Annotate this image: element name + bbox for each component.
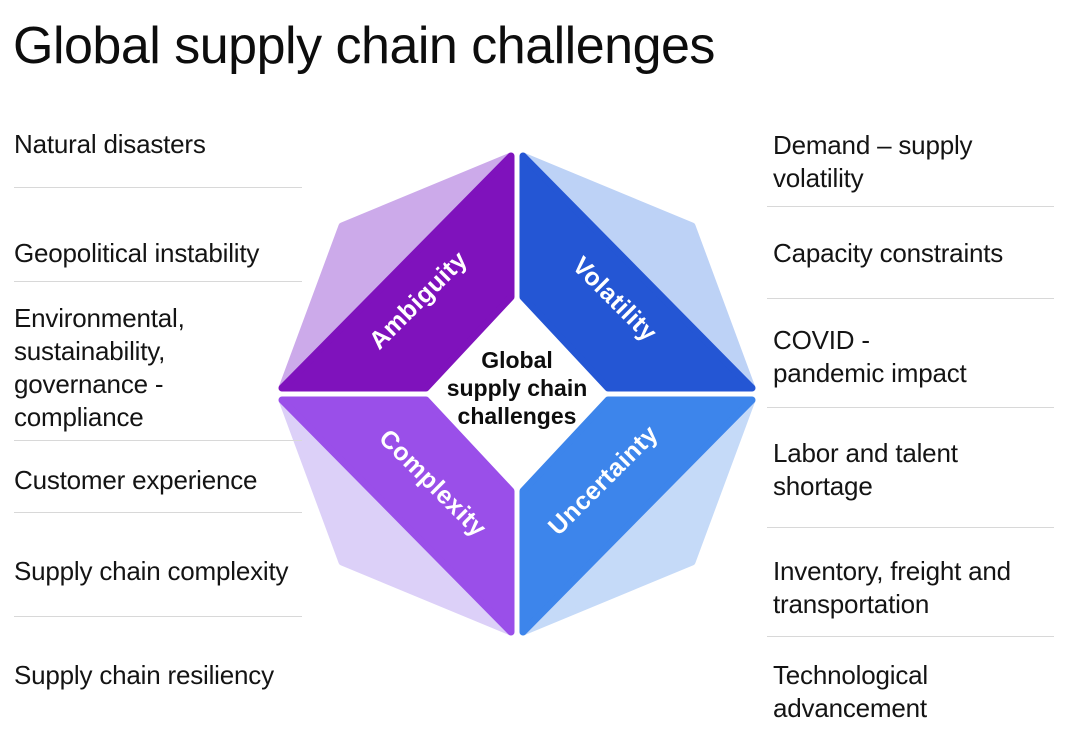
right-divider: [767, 298, 1054, 299]
diagram-center-label-line-2: supply chain: [447, 375, 588, 401]
list-item-technological-advancement: Technological advancement: [773, 660, 928, 723]
left-divider: [14, 281, 302, 282]
left-divider: [14, 187, 302, 188]
right-divider: [767, 407, 1054, 408]
diagram-center-label-line-1: Global: [481, 347, 553, 373]
left-divider: [14, 616, 302, 617]
list-item-customer-experience: Customer experience: [14, 465, 258, 495]
list-item-labor-talent-shortage: Labor and talent shortage: [773, 438, 958, 501]
complexity-shape: [278, 396, 515, 636]
list-item-demand-supply-volatility: Demand – supply volatility: [773, 130, 973, 193]
right-divider: [767, 636, 1054, 637]
list-item-supply-chain-resiliency: Supply chain resiliency: [14, 660, 274, 690]
right-divider: [767, 206, 1054, 207]
list-item-covid-pandemic-impact: COVID - pandemic impact: [773, 325, 967, 388]
uncertainty-shape: [519, 396, 756, 636]
list-item-inventory-freight-transportation: Inventory, freight and transportation: [773, 556, 1011, 619]
left-divider: [14, 440, 302, 441]
list-item-capacity-constraints: Capacity constraints: [773, 238, 1004, 268]
left-divider: [14, 512, 302, 513]
ambiguity-shape: [278, 152, 515, 392]
volatility-shape: [519, 152, 756, 392]
list-item-geopolitical-instability: Geopolitical instability: [14, 238, 260, 268]
list-item-natural-disasters: Natural disasters: [14, 129, 206, 159]
list-item-supply-chain-complexity: Supply chain complexity: [14, 556, 289, 586]
right-divider: [767, 527, 1054, 528]
list-item-esg-compliance: Environmental, sustainability, governanc…: [14, 303, 185, 432]
diagram-center-label-line-3: challenges: [458, 403, 577, 429]
page-title: Global supply chain challenges: [13, 17, 715, 75]
